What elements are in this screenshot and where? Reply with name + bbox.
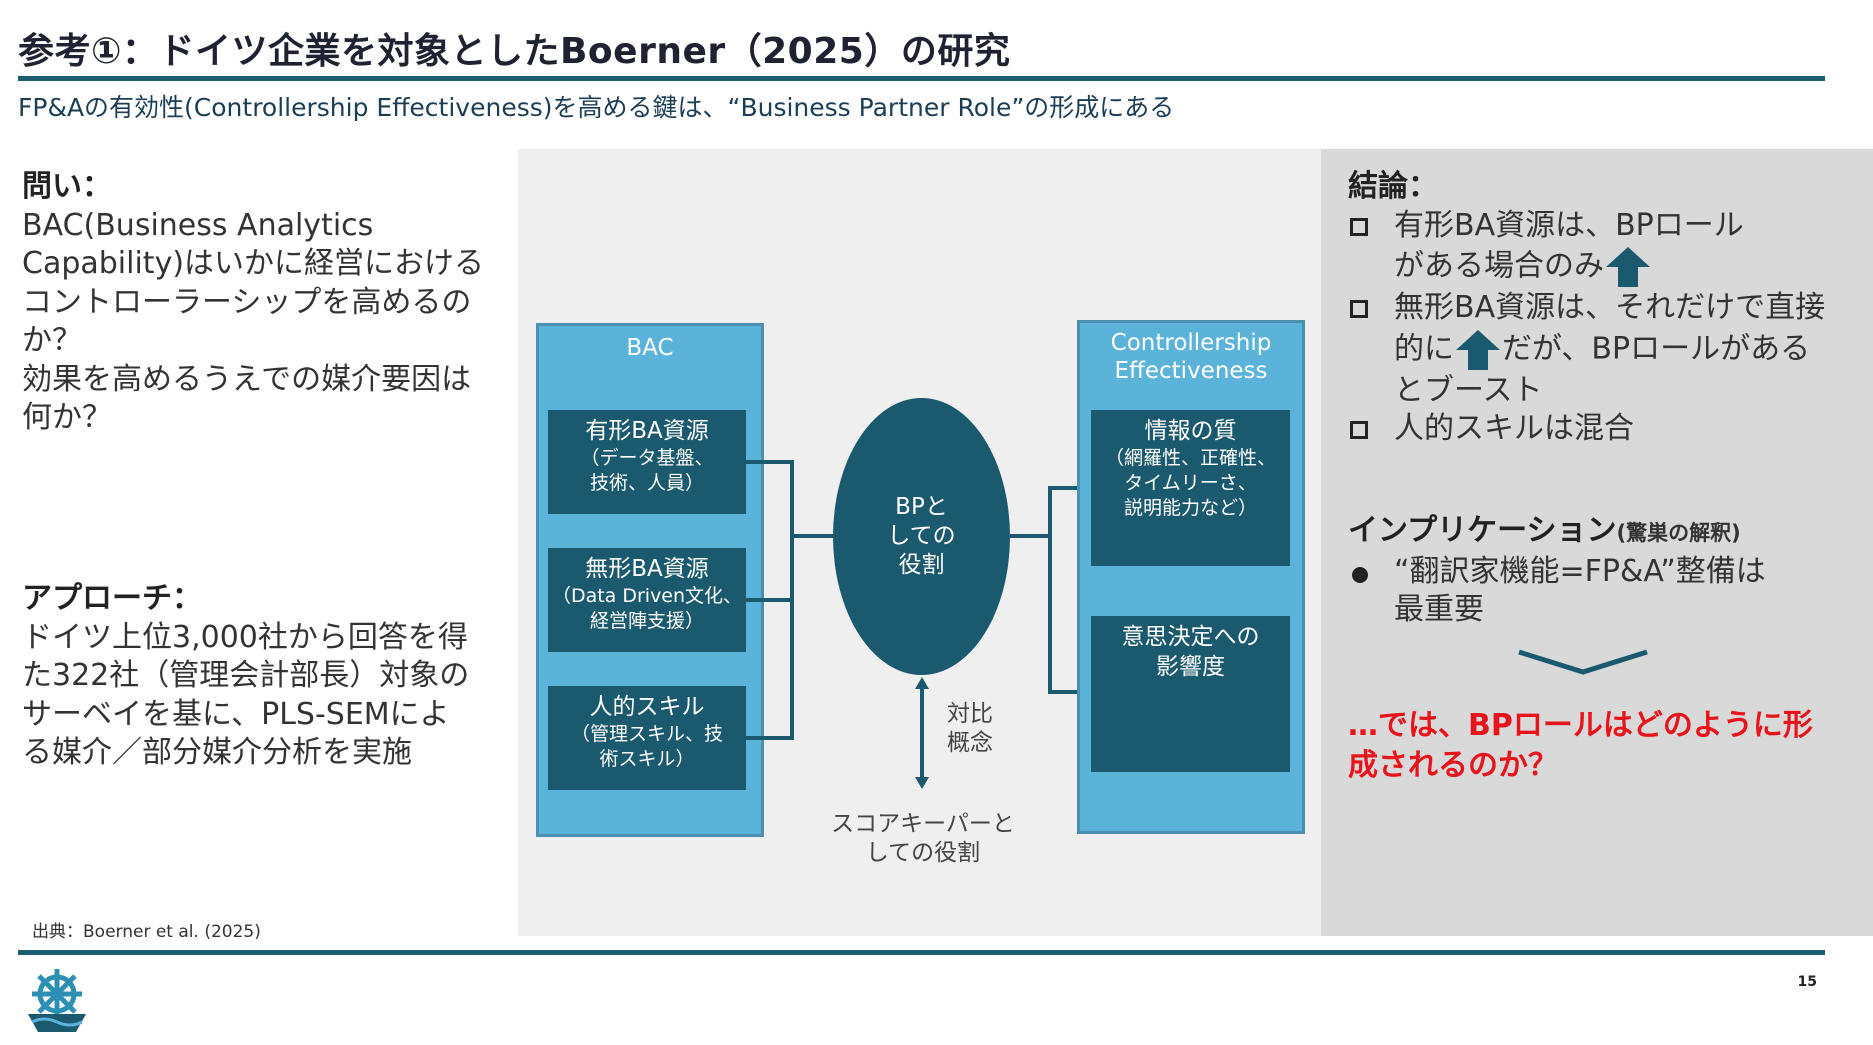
bac-item-tangible: 有形BA資源 （データ基盤、 技術、人員） bbox=[548, 410, 746, 514]
ce-item-title: 意思決定への 影響度 bbox=[1121, 624, 1260, 680]
footer-divider bbox=[18, 950, 1825, 955]
approach-line: る媒介／部分媒介分析を実施 bbox=[22, 735, 412, 770]
up-arrow-icon bbox=[1606, 247, 1650, 287]
bullet-dot-icon bbox=[1352, 566, 1368, 583]
page-title: 参考①：ドイツ企業を対象としたBoerner（2025）の研究 bbox=[18, 31, 1011, 72]
conclusion-text: だが、BPロールがある bbox=[1502, 331, 1811, 366]
page-subtitle: FP&Aの有効性(Controllership Effectiveness)を高… bbox=[18, 93, 1175, 122]
conclusion-panel bbox=[1321, 149, 1873, 936]
bac-item-human: 人的スキル （管理スキル、技 術スキル） bbox=[548, 686, 746, 790]
source-citation: 出典：Boerner et al. (2025) bbox=[32, 922, 261, 942]
bac-item-sub: （データ基盤、 技術、人員） bbox=[580, 447, 714, 494]
contrast-label: 対比 概念 bbox=[947, 701, 993, 756]
chevron-down-icon bbox=[1518, 649, 1648, 675]
question-line: コントローラーシップを高めるの bbox=[22, 284, 472, 320]
closing-question: …では、BPロールはどのように形 成されるのか？ bbox=[1348, 708, 1813, 783]
question-line: BAC(Business Analytics bbox=[22, 207, 374, 243]
conclusion-section: 結論： 有形BA資源は、BPロール がある場合のみ 無形BA資源は、それだけで直… bbox=[1348, 168, 1868, 449]
page-number: 15 bbox=[1797, 974, 1817, 990]
conclusion-text: がある場合のみ bbox=[1394, 248, 1604, 284]
checkbox-square-icon bbox=[1350, 217, 1368, 236]
question-line: Capability)はいかに経営における bbox=[22, 246, 485, 281]
bac-title: BAC bbox=[626, 335, 674, 361]
checkbox-square-icon bbox=[1350, 421, 1368, 439]
ce-item-title: 情報の質 bbox=[1144, 418, 1237, 444]
conclusion-text: とブースト bbox=[1394, 372, 1543, 408]
bp-role-oval: BPと しての 役割 bbox=[833, 398, 1010, 675]
bac-item-title: 人的スキル bbox=[589, 694, 705, 720]
ce-item-sub: （網羅性、正確性、 タイムリーさ、 説明能力など） bbox=[1104, 447, 1276, 519]
conclusion-text: 有形BA資源は、BPロール bbox=[1394, 207, 1744, 243]
implication-text: 最重要 bbox=[1394, 592, 1484, 627]
question-line: 効果を高めるうえでの媒介要因は bbox=[22, 361, 472, 397]
question-line: 何か？ bbox=[22, 400, 112, 435]
question-heading: 問い： bbox=[22, 169, 112, 204]
approach-heading: アプローチ： bbox=[22, 581, 202, 616]
question-section: 問い： BAC(Business Analytics Capability)はい… bbox=[22, 168, 517, 438]
bac-item-sub: （管理スキル、技 術スキル） bbox=[570, 723, 723, 770]
implication-item: “翻訳家機能=FP&A”整備は 最重要 bbox=[1348, 553, 1868, 630]
conclusion-text: 的に bbox=[1394, 331, 1454, 366]
ship-wheel-logo-icon bbox=[28, 969, 86, 1032]
bac-item-sub: （Data Driven文化、 経営陣支援） bbox=[551, 585, 743, 632]
bac-item-title: 有形BA資源 bbox=[585, 418, 709, 444]
header-divider bbox=[18, 76, 1825, 81]
conclusion-item: 有形BA資源は、BPロール がある場合のみ bbox=[1348, 207, 1868, 290]
implication-text: “翻訳家機能=FP&A”整備は bbox=[1394, 553, 1766, 589]
conclusion-item: 無形BA資源は、それだけで直接 的に だが、BPロールがある とブースト bbox=[1348, 289, 1868, 410]
bp-role-label: BPと しての 役割 bbox=[887, 494, 956, 578]
checkbox-square-icon bbox=[1350, 300, 1368, 318]
implication-heading-note: (驚巣の解釈) bbox=[1616, 521, 1741, 545]
question-line: か？ bbox=[22, 323, 82, 358]
bac-item-title: 無形BA資源 bbox=[585, 556, 709, 582]
ce-item-info-quality: 情報の質 （網羅性、正確性、 タイムリーさ、 説明能力など） bbox=[1091, 410, 1290, 566]
up-arrow-icon bbox=[1456, 329, 1500, 370]
conclusion-heading: 結論： bbox=[1348, 169, 1438, 204]
conclusion-text: 人的スキルは混合 bbox=[1394, 411, 1634, 446]
conclusion-item: 人的スキルは混合 bbox=[1348, 410, 1868, 449]
implication-heading: インプリケーション bbox=[1348, 513, 1617, 548]
scorekeeper-label: スコアキーパーと しての役割 bbox=[831, 811, 1015, 866]
approach-section: アプローチ： ドイツ上位3,000社から回答を得 た322社（管理会計部長）対象… bbox=[22, 580, 517, 773]
approach-line: サーベイを基に、PLS-SEMによ bbox=[22, 696, 450, 732]
approach-line: た322社（管理会計部長）対象の bbox=[22, 658, 470, 693]
implication-section: インプリケーション(驚巣の解釈) “翻訳家機能=FP&A”整備は 最重要 bbox=[1348, 512, 1868, 630]
conclusion-text: 無形BA資源は、それだけで直接 bbox=[1394, 290, 1826, 325]
approach-line: ドイツ上位3,000社から回答を得 bbox=[22, 619, 468, 655]
ce-item-decision-impact: 意思決定への 影響度 bbox=[1091, 616, 1290, 772]
ce-title: Controllership Effectiveness bbox=[1110, 330, 1272, 384]
bac-item-intangible: 無形BA資源 （Data Driven文化、 経営陣支援） bbox=[548, 548, 746, 652]
